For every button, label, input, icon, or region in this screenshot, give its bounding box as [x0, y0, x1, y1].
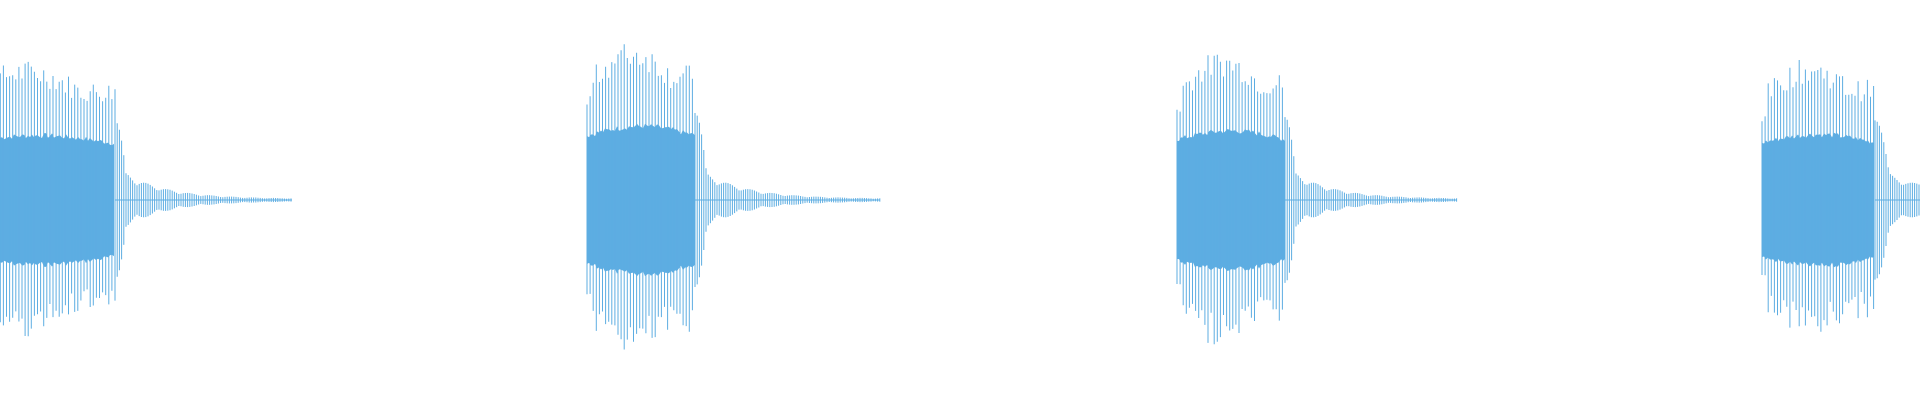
- waveform-bursts: [0, 44, 1920, 350]
- waveform-body: [587, 123, 695, 277]
- waveform-burst-1: [0, 61, 292, 337]
- waveform-burst-2: [586, 44, 881, 350]
- waveform-burst-4: [1761, 60, 1920, 332]
- waveform-body: [1177, 129, 1285, 271]
- waveform-burst-3: [1176, 54, 1458, 345]
